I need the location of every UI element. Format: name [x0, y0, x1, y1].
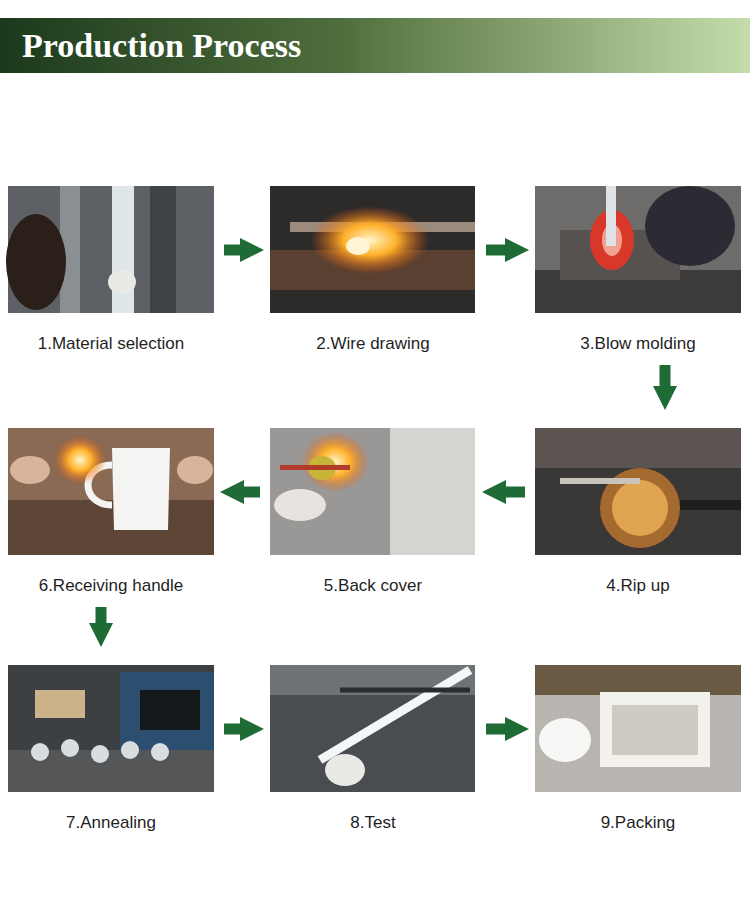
process-step: 9.Packing [535, 665, 741, 838]
step-caption: 9.Packing [535, 811, 741, 834]
photo [270, 186, 475, 313]
step-caption: 5.Back cover [270, 574, 476, 597]
photo [270, 665, 475, 792]
flow-arrow [224, 724, 240, 735]
flow-arrow [506, 487, 525, 498]
step-caption: 7.Annealing [8, 811, 214, 834]
flow-arrow [96, 607, 107, 623]
flow-arrow [486, 724, 505, 735]
flow-arrow [660, 365, 671, 386]
title: Production Process [22, 18, 301, 73]
photo [535, 186, 741, 313]
photo [6, 186, 214, 313]
step-caption: 8.Test [270, 811, 476, 834]
step-caption: 6.Receiving handle [8, 574, 214, 597]
process-step: 6.Receiving handle [8, 428, 214, 601]
flow-arrow [224, 245, 240, 256]
process-step: 8.Test [270, 665, 476, 838]
process-step: 2.Wire drawing [270, 186, 476, 359]
flow-arrow [486, 245, 505, 256]
process-step: 5.Back cover [270, 428, 476, 601]
flow-arrow [244, 487, 260, 498]
photo [270, 428, 475, 555]
process-step: 7.Annealing [8, 665, 214, 838]
step-caption: 2.Wire drawing [270, 332, 476, 355]
process-step: 4.Rip up [535, 428, 741, 601]
photo [8, 428, 214, 555]
title-banner [0, 18, 750, 73]
step-caption: 4.Rip up [535, 574, 741, 597]
step-caption: 3.Blow molding [535, 332, 741, 355]
photo [8, 665, 214, 792]
photo [535, 428, 741, 555]
process-step: 3.Blow molding [535, 186, 741, 359]
process-step: 1.Material selection [8, 186, 214, 359]
step-caption: 1.Material selection [8, 332, 214, 355]
photo [535, 665, 741, 792]
